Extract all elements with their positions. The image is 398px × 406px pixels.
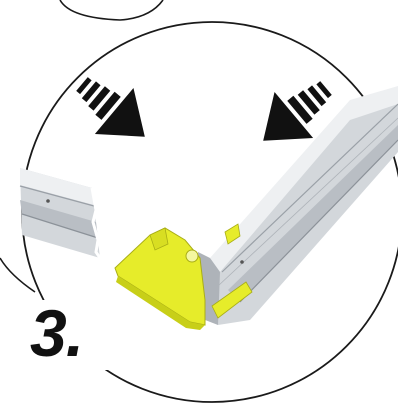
- step-number-label: 3.: [30, 300, 83, 366]
- previous-step-circle-outline: [60, 0, 163, 20]
- arrow-down-right-icon: [63, 61, 164, 160]
- left-rail: [20, 168, 100, 258]
